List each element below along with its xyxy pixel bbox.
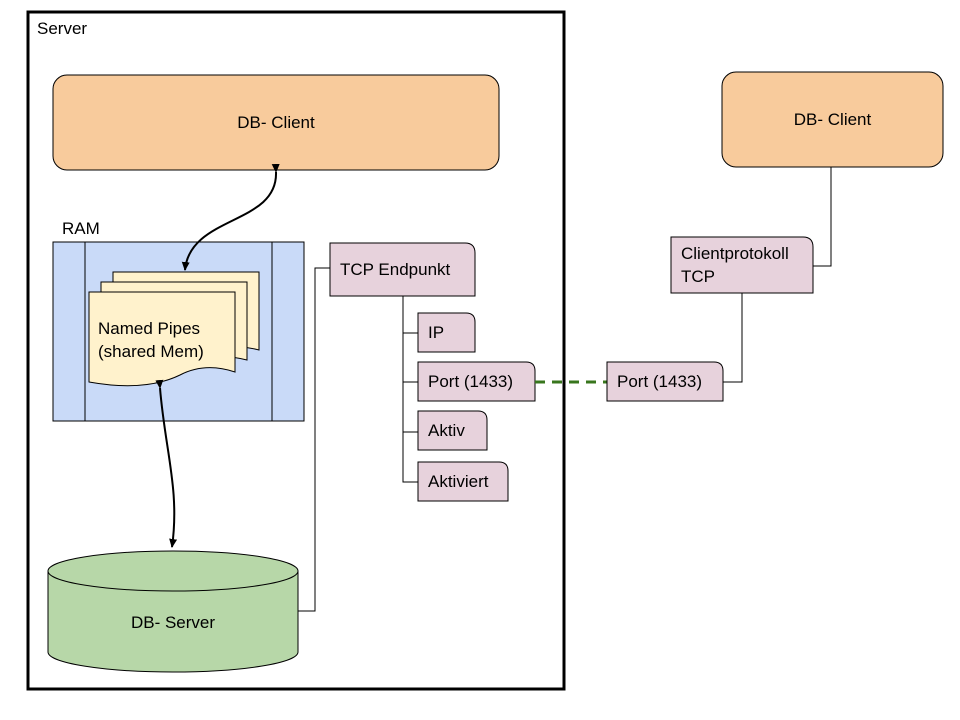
- endpoint-tree-lines: [402, 296, 418, 483]
- endpoint-aktiv-box: [417, 410, 488, 451]
- endpoint-aktiviert-label: Aktiviert: [428, 471, 489, 491]
- tcp-endpoint-label: TCP Endpunkt: [340, 259, 451, 279]
- db-server-cylinder: [47, 550, 299, 673]
- db-server-label: DB- Server: [130, 613, 216, 632]
- named-pipes-line1: Named Pipes: [98, 319, 201, 338]
- db-client-remote-box: [721, 71, 944, 168]
- client-protocol-line1: Clientprotokoll: [681, 244, 789, 263]
- named-pipes-line2: (shared Mem): [98, 342, 204, 361]
- server-title: Server: [37, 19, 88, 38]
- ram-label: RAM: [62, 219, 100, 238]
- endpoint-port-box: [417, 361, 536, 402]
- named-pipes-shape: [88, 271, 260, 387]
- endpoint-ip-label: IP: [428, 322, 445, 342]
- db-client-remote-label: DB- Client: [793, 110, 872, 129]
- connector-port-protocol: [723, 293, 743, 383]
- client-port-box: [606, 361, 724, 402]
- endpoint-aktiviert-box: [417, 461, 509, 502]
- endpoint-port-label: Port (1433): [428, 371, 514, 391]
- client-protocol-box: [670, 236, 814, 294]
- arrow-pipes-server: [155, 379, 178, 548]
- client-port-label: Port (1433): [617, 371, 703, 391]
- endpoint-aktiv-label: Aktiv: [428, 420, 465, 440]
- endpoint-ip-box: [417, 312, 476, 353]
- connector-protocol-client: [813, 167, 832, 267]
- connector-server-endpoint: [298, 267, 330, 612]
- arrow-client-pipes: [181, 163, 280, 271]
- client-protocol-line2: TCP: [681, 267, 715, 286]
- db-client-local-label: DB- Client: [237, 113, 315, 132]
- tcp-endpoint-box: [329, 242, 476, 297]
